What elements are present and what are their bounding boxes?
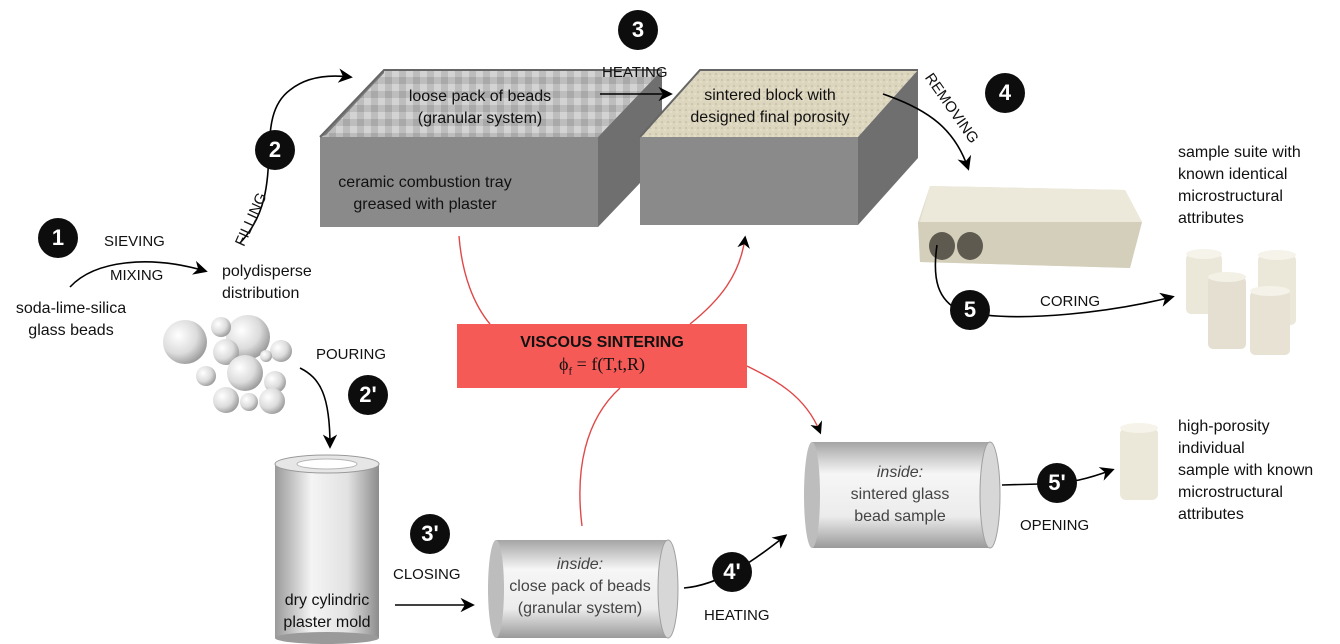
single-sample (1120, 423, 1158, 500)
closing-label: CLOSING (393, 566, 461, 583)
tray1-desc-line1: ceramic combustion tray (338, 174, 512, 191)
single-sample-label: high-porosity individual sample with kno… (1178, 416, 1313, 526)
tray2-top-label: sintered block with designed final poros… (660, 85, 880, 129)
sample-suite (1186, 249, 1296, 355)
heating-top-label: HEATING (602, 64, 668, 81)
sample-suite-line1: sample suite with (1178, 144, 1301, 161)
polydisperse-line1: polydisperse (222, 263, 312, 280)
closed-mold-label: inside: close pack of beads (granular sy… (490, 554, 670, 620)
ceramic-tray-beads (319, 69, 662, 227)
step-4-badge: 4 (985, 73, 1025, 113)
sintered-sample-mold (804, 441, 1001, 549)
closed-mold (488, 539, 679, 639)
single-sample-line2: individual (1178, 440, 1245, 457)
viscous-sintering-box: VISCOUS SINTERING ϕf = f(T,t,R) (457, 324, 747, 388)
sintered-sample-label: inside: sintered glass bead sample (810, 462, 990, 528)
sintered-block (918, 186, 1142, 268)
glass-beads-line2: glass beads (28, 322, 114, 339)
plaster-mold-line1: dry cylindric (284, 592, 370, 609)
tray1-top-line1: loose pack of beads (408, 88, 552, 105)
plaster-mold-line2: plaster mold (283, 614, 371, 631)
viscous-sintering-title: VISCOUS SINTERING (520, 334, 684, 351)
plaster-mold (274, 454, 380, 644)
tray1-desc-label: ceramic combustion tray greased with pla… (320, 172, 530, 216)
tray2-top-line2: designed final porosity (690, 109, 850, 126)
sintered-sample-line2: bead sample (854, 508, 946, 525)
porosity-symbol: ϕ (559, 354, 569, 374)
mixing-label: MIXING (110, 267, 164, 284)
sintering-connectors (458, 235, 823, 527)
tray1-desc-line2: greased with plaster (353, 196, 497, 213)
heating-bottom-label: HEATING (704, 607, 770, 624)
coring-label: CORING (1040, 293, 1100, 310)
single-sample-line3: sample with known (1178, 462, 1314, 479)
porosity-function: = f(T,t,R) (572, 354, 645, 374)
pouring-label: POURING (316, 346, 387, 363)
sintered-sample-inside: inside: (876, 464, 924, 481)
tray2-top-line1: sintered block with (704, 87, 836, 104)
step-2-badge: 2 (255, 130, 295, 170)
step-5p-badge: 5' (1037, 463, 1077, 503)
sample-suite-label: sample suite with known identical micros… (1178, 142, 1301, 230)
glass-beads-line1: soda-lime-silica (15, 300, 127, 317)
closed-mold-line2: (granular system) (517, 600, 643, 617)
closed-mold-line1: close pack of beads (509, 578, 651, 595)
porosity-equation: ϕf = f(T,t,R) (457, 354, 747, 378)
opening-label: OPENING (1020, 517, 1090, 534)
ceramic-tray-sintered (639, 69, 918, 225)
step-3p-badge: 3' (410, 514, 450, 554)
sample-suite-line2: known identical (1178, 166, 1288, 183)
single-sample-line5: attributes (1178, 506, 1244, 523)
tray1-top-label: loose pack of beads (granular system) (360, 86, 600, 130)
sample-suite-line4: attributes (1178, 210, 1244, 227)
tray1-top-line2: (granular system) (417, 110, 543, 127)
porosity-subscript: f (568, 365, 573, 378)
single-sample-line1: high-porosity (1178, 418, 1270, 435)
plaster-mold-label: dry cylindric plaster mold (270, 590, 384, 634)
sieving-label: SIEVING (104, 233, 165, 250)
sample-suite-line3: microstructural (1178, 188, 1283, 205)
closed-mold-inside: inside: (556, 556, 604, 573)
sintered-sample-line1: sintered glass (850, 486, 950, 503)
step-4p-badge: 4' (712, 552, 752, 592)
step-3-badge: 3 (618, 10, 658, 50)
glass-beads-label: soda-lime-silica glass beads (6, 298, 136, 342)
single-sample-line4: microstructural (1178, 484, 1283, 501)
polydisperse-label: polydisperse distribution (222, 261, 312, 305)
step-1-badge: 1 (38, 218, 78, 258)
polydisperse-line2: distribution (222, 285, 300, 302)
step-5-badge: 5 (950, 290, 990, 330)
step-2p-badge: 2' (348, 375, 388, 415)
glass-beads-cluster (163, 315, 292, 414)
